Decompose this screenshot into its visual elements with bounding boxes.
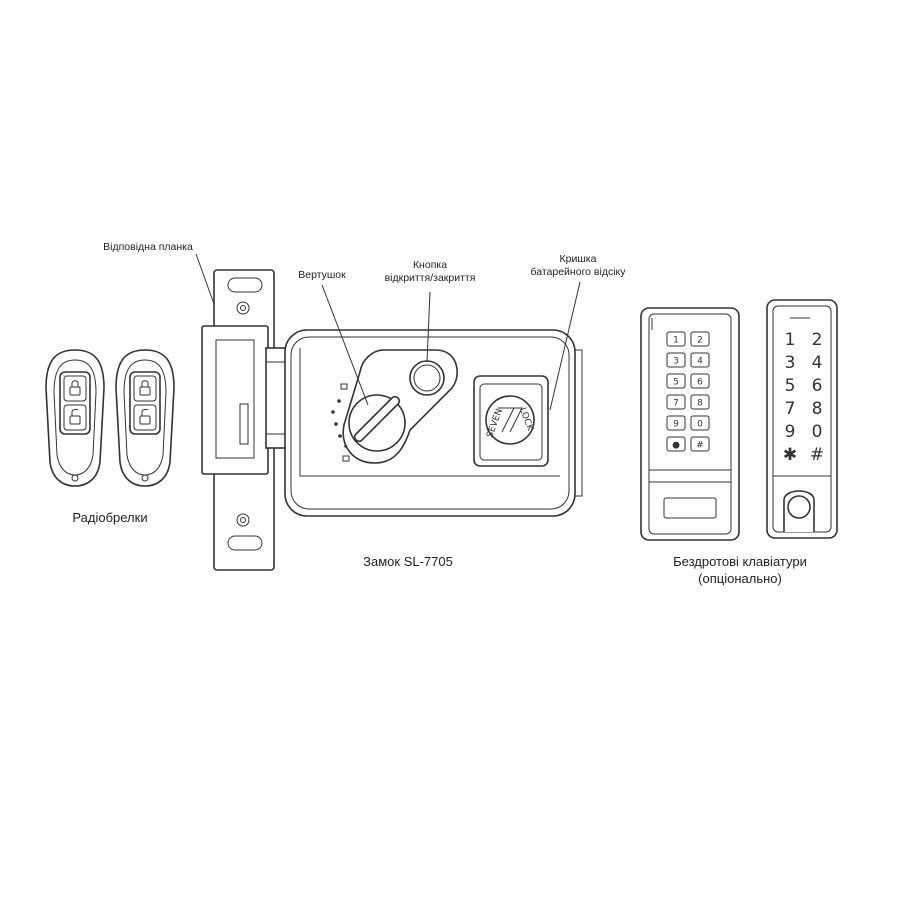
keypads-label-line2: (опціонально) <box>698 571 782 586</box>
battery-label-line1: Кришка <box>560 253 597 265</box>
button-label-line2: відкриття/закриття <box>385 272 476 284</box>
battery-leader <box>549 281 581 411</box>
keypad-large-key[interactable]: 1 <box>785 330 796 350</box>
keypad-large-key[interactable]: 9 <box>785 422 796 442</box>
remote-fob-right <box>115 349 175 487</box>
keypad-large-key[interactable]: 4 <box>812 353 823 373</box>
keypad-small-key[interactable] <box>690 352 710 368</box>
keypad-small-key[interactable] <box>690 415 710 431</box>
battery-label-line2: батарейного відсіку <box>530 266 626 278</box>
keypad-large-key[interactable]: 8 <box>812 399 823 419</box>
knob-leader <box>321 284 369 406</box>
keypad-large-key[interactable]: 2 <box>812 330 823 350</box>
keypad-small-key[interactable] <box>690 394 710 410</box>
strike-plate <box>201 269 287 571</box>
knob-indicator-marks <box>331 383 350 462</box>
keypad-small-key-label: # <box>696 441 704 451</box>
keypad-small-key-label: 4 <box>697 357 703 367</box>
keypad-large-key[interactable]: 5 <box>785 376 796 396</box>
keypad-small-key-label: 0 <box>697 420 703 430</box>
lock-open-icon <box>139 408 151 425</box>
keypad-small-key-label: 6 <box>697 378 703 388</box>
keypad-large-key[interactable]: 3 <box>785 353 796 373</box>
keypad-small-key[interactable] <box>666 373 686 389</box>
keypad-small-key[interactable] <box>690 331 710 347</box>
keypad-small-key[interactable] <box>690 373 710 389</box>
keypad-small-key-label: 8 <box>697 399 703 409</box>
keypad-small-key[interactable] <box>690 436 710 452</box>
lock-body: SEVEN LOCK <box>284 329 583 517</box>
knob-label: Вертушок <box>298 269 346 281</box>
keypad-small-key-label: 9 <box>673 420 679 430</box>
keypad-large-key[interactable]: # <box>810 445 824 465</box>
keypad-small-key-label: 7 <box>673 399 679 409</box>
keypad-large-key[interactable]: 0 <box>812 422 823 442</box>
keypads-label-line1: Бездротові клавіатури <box>673 554 807 569</box>
keypad-large-key[interactable]: 7 <box>785 399 796 419</box>
seven-lock-logo: SEVEN LOCK <box>485 395 535 445</box>
battery-cover: SEVEN LOCK <box>473 375 549 467</box>
keypad-small-key[interactable] <box>666 436 686 452</box>
keypad-small-keys: 1 2 3 4 5 6 7 8 9 0 ● # <box>666 331 710 452</box>
keypad-small-key-label: 5 <box>673 378 679 388</box>
lock-open-icon <box>69 408 81 425</box>
keypad-small-key-label: 1 <box>673 336 679 346</box>
keypad-small-key[interactable] <box>666 394 686 410</box>
button-leader <box>426 291 431 363</box>
keypad-large-key[interactable]: 6 <box>812 376 823 396</box>
lock-closed-icon <box>139 380 151 396</box>
keypad-small-key[interactable] <box>666 352 686 368</box>
remotes-label: Радіобрелки <box>72 510 147 525</box>
keypad-large-key[interactable]: ✱ <box>783 445 797 465</box>
strike-plate-leader <box>195 253 215 305</box>
button-label-line1: Кнопка <box>413 259 447 271</box>
rotary-knob <box>348 394 406 452</box>
keypad-small-key-label: ● <box>672 441 680 451</box>
lock-closed-icon <box>69 380 81 396</box>
fingerprint-sensor <box>783 490 815 532</box>
lock-label: Замок SL-7705 <box>363 554 453 569</box>
keypad-small-key-label: 2 <box>697 336 703 346</box>
keypad-small-key-label: 3 <box>673 357 679 367</box>
open-close-button <box>409 360 445 396</box>
keypad-small-key[interactable] <box>666 415 686 431</box>
keypad-small: 1 2 3 4 5 6 7 8 9 0 ● # <box>640 307 740 541</box>
keypad-small-key[interactable] <box>666 331 686 347</box>
remote-fob-left <box>45 349 105 487</box>
strike-plate-label: Відповідна планка <box>103 241 193 253</box>
